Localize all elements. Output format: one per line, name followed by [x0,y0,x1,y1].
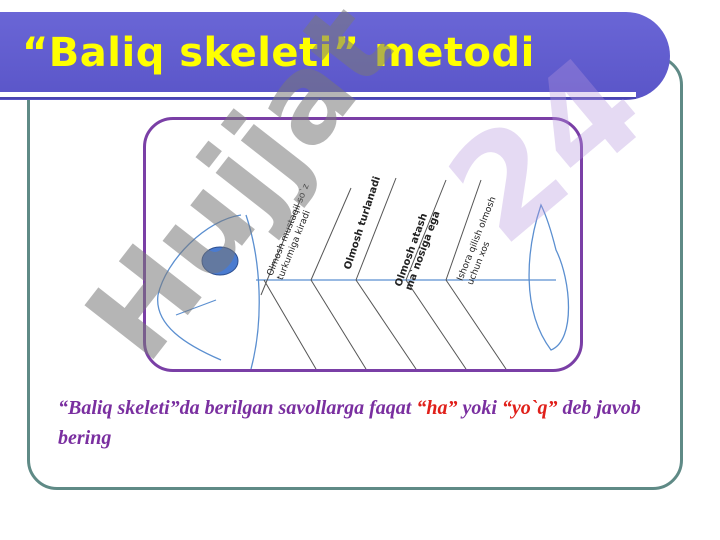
fish-eye [201,246,239,276]
lower-rib-1 [263,279,317,369]
fishbone-diagram: Olmosh mustaqil so`z turkumiga kiradi Ol… [143,117,583,372]
lower-rib-3 [355,279,417,369]
fish-mouth [175,299,217,316]
lower-rib-2 [310,279,367,369]
upper-rib-1 [260,197,302,296]
lower-rib-5 [445,279,507,369]
fish-head-outline [157,214,242,361]
upper-rib-3 [355,177,397,281]
instruction-part3: deb javob bering [58,397,641,449]
instruction-part1: “Baliq skeleti”da berilgan savollarga fa… [58,397,417,419]
title-banner [0,12,670,100]
instruction-text: “Baliq skeleti”da berilgan savollarga fa… [58,393,658,453]
answer-yoq: “yo`q” [501,397,558,419]
instruction-part2: yoki [457,397,502,419]
upper-rib-5 [445,179,482,281]
title-underline-shadow [0,97,636,99]
title-underline [0,92,636,97]
upper-rib-2 [310,187,352,281]
lower-rib-4 [405,279,467,369]
fish-gill [245,214,260,369]
upper-rib-4 [405,179,447,281]
answer-ha: “ha” [416,397,458,419]
fishbone-drawing [157,177,570,369]
page-title: “Baliq skeleti” metodi [22,30,535,76]
fish-tail [528,203,570,351]
